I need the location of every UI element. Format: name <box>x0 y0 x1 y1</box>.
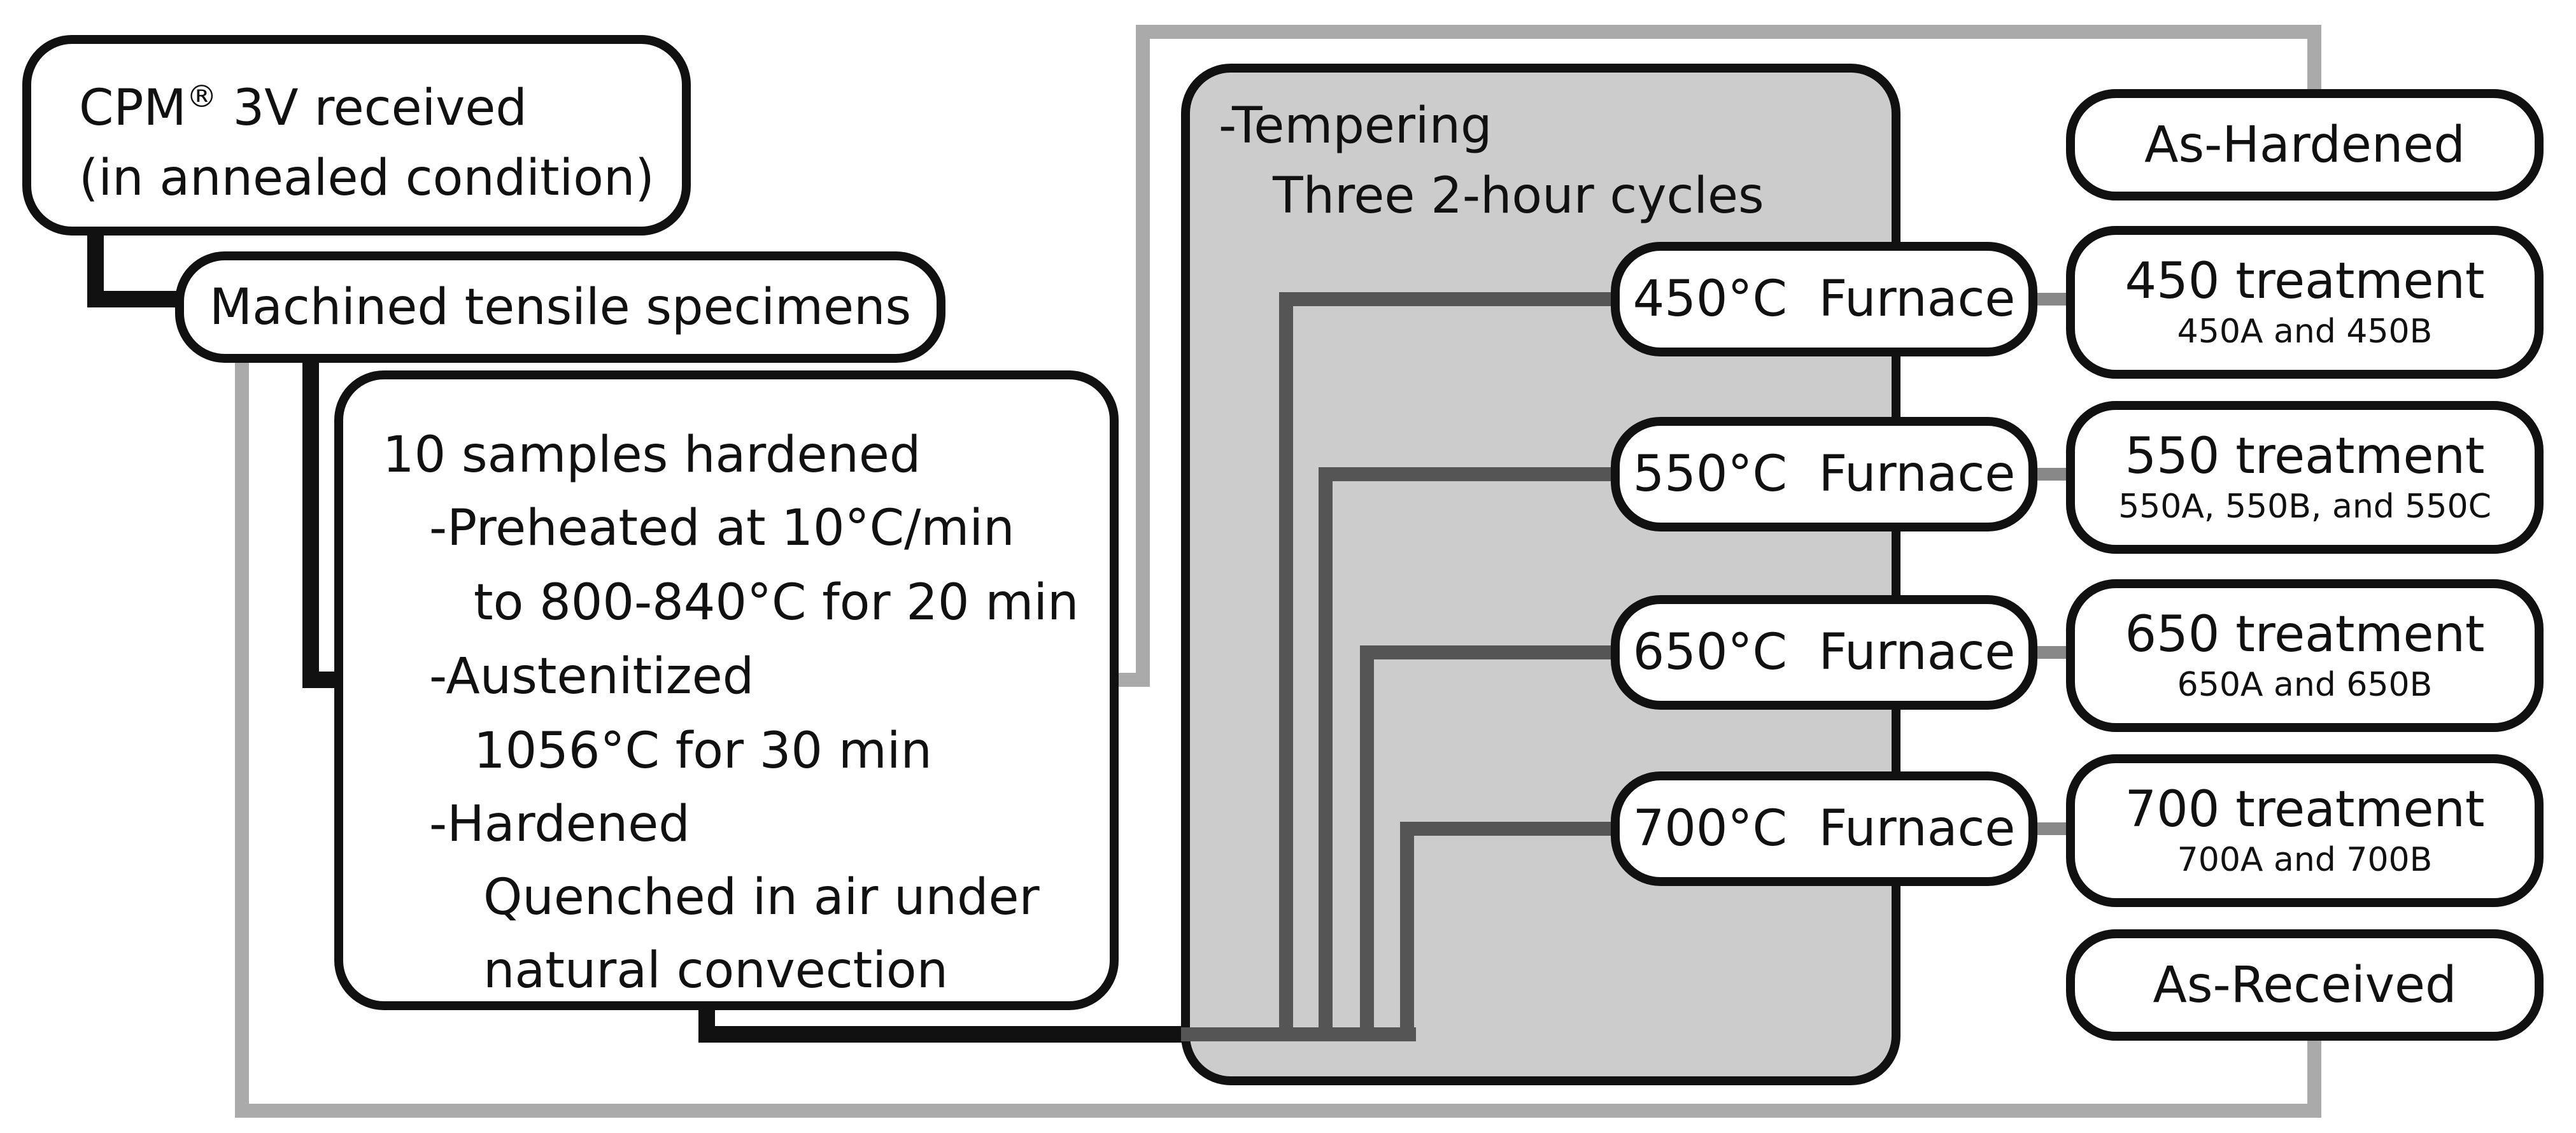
received-box: CPM® 3V received (in annealed condition) <box>22 35 691 236</box>
treatment-650-samples: 650A and 650B <box>2177 666 2433 704</box>
furnace-550-label: 550°C Furnace <box>1632 446 2016 503</box>
furnace-700-label: 700°C Furnace <box>1632 800 2016 857</box>
received-material: CPM <box>79 80 187 137</box>
machined-to-hardening-line <box>302 353 344 688</box>
furnace-650-box: 650°C Furnace <box>1611 595 2037 710</box>
received-line-2: (in annealed condition) <box>79 150 655 207</box>
treatment-550-title: 550 treatment <box>2125 428 2485 485</box>
furnace-450-box: 450°C Furnace <box>1611 242 2037 356</box>
hardening-line-2: -Preheated at 10°C/min <box>429 500 1015 557</box>
as-hardened-label: As-Hardened <box>2144 116 2465 174</box>
hardening-line-8: natural convection <box>483 942 949 999</box>
received-text: 3V received <box>216 80 527 137</box>
machined-box: Machined tensile specimens <box>175 251 945 363</box>
furnace-700-box: 700°C Furnace <box>1611 771 2037 886</box>
as-received-label: As-Received <box>2153 956 2457 1014</box>
treatment-450-box: 450 treatment 450A and 450B <box>2066 226 2544 379</box>
furnace-650-feed-overlay <box>1360 645 1630 1034</box>
hardening-line-1: 10 samples hardened <box>383 426 921 484</box>
furnace-450-label: 450°C Furnace <box>1632 271 2016 328</box>
as-received-box: As-Received <box>2066 929 2544 1041</box>
treatment-450-samples: 450A and 450B <box>2177 313 2433 351</box>
as-hardened-box: As-Hardened <box>2066 89 2544 201</box>
treatment-650-box: 650 treatment 650A and 650B <box>2066 579 2544 732</box>
tempering-title: -Tempering <box>1219 97 1492 155</box>
received-line-1: CPM® 3V received <box>79 81 527 133</box>
tempering-panel: -Tempering Three 2-hour cycles <box>1181 64 1900 1085</box>
furnace-700-feed-overlay <box>1400 822 1630 1034</box>
received-to-machined-line <box>87 216 185 307</box>
hardening-line-3: to 800-840°C for 20 min <box>474 574 1079 631</box>
hardening-line-6: -Hardened <box>429 796 690 853</box>
hardening-box: 10 samples hardened -Preheated at 10°C/m… <box>334 370 1119 1010</box>
hardening-line-5: 1056°C for 30 min <box>474 722 932 780</box>
hardening-line-7: Quenched in air under <box>483 869 1040 926</box>
treatment-700-box: 700 treatment 700A and 700B <box>2066 754 2544 907</box>
furnace-550-box: 550°C Furnace <box>1611 417 2037 531</box>
furnace-650-label: 650°C Furnace <box>1632 624 2016 681</box>
treatment-550-samples: 550A, 550B, and 550C <box>2118 488 2491 526</box>
registered-mark: ® <box>186 79 217 115</box>
treatment-700-samples: 700A and 700B <box>2177 841 2433 879</box>
machined-label: Machined tensile specimens <box>209 278 912 336</box>
tempering-subtitle: Three 2-hour cycles <box>1273 167 1764 225</box>
as-received-bypass-line <box>235 353 2321 1118</box>
furnace-450-feed-overlay <box>1279 292 1630 1034</box>
treatment-700-title: 700 treatment <box>2125 781 2485 838</box>
treatment-650-title: 650 treatment <box>2125 606 2485 663</box>
treatment-550-box: 550 treatment 550A, 550B, and 550C <box>2066 401 2544 554</box>
treatment-450-title: 450 treatment <box>2125 253 2485 310</box>
as-hardened-bypass-line <box>1108 25 2321 687</box>
hardening-line-4: -Austenitized <box>429 648 754 705</box>
furnace-550-feed-overlay <box>1319 467 1630 1034</box>
